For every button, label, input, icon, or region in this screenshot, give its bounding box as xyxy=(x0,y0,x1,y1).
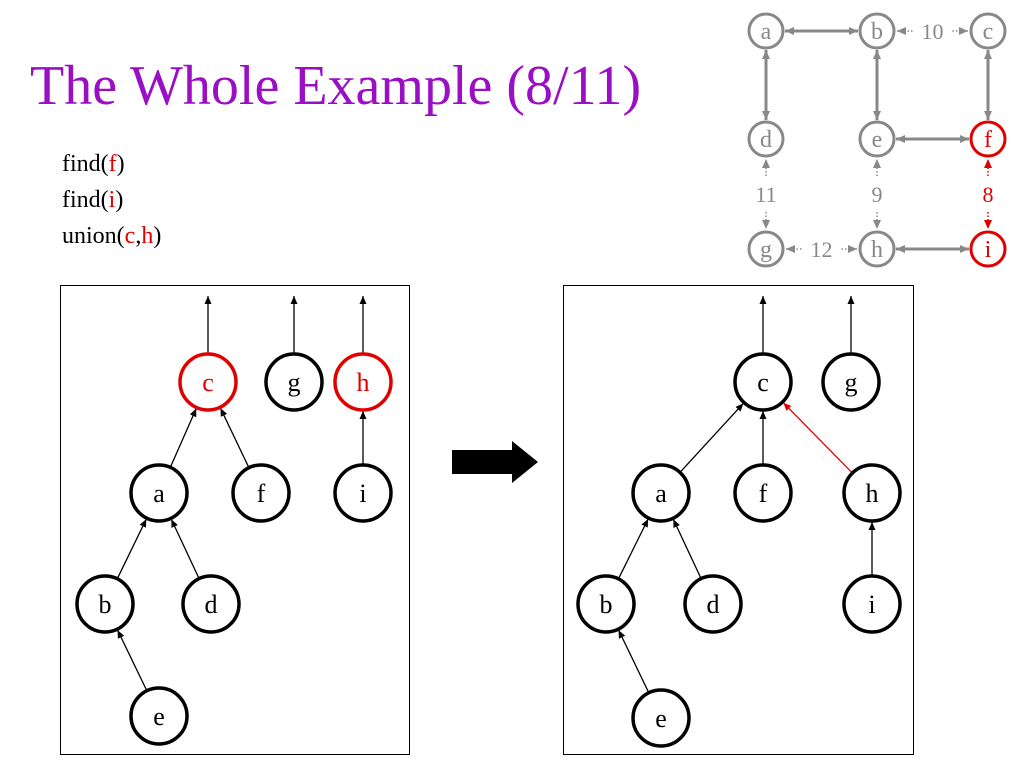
tree-node-h: h xyxy=(333,352,393,412)
tree-node-label: a xyxy=(153,479,165,508)
tree-node-label: g xyxy=(288,368,301,397)
tree-node-b: b xyxy=(576,574,636,634)
graph-node-label: f xyxy=(984,127,992,153)
graph-node-label: h xyxy=(871,237,883,263)
tree-node-g: g xyxy=(264,352,324,412)
graph-node-label: d xyxy=(760,127,772,153)
edge-weight-label: 10 xyxy=(922,19,944,44)
tree-node-b: b xyxy=(75,574,135,634)
parent-link-h-c xyxy=(782,402,853,474)
tree-node-label: e xyxy=(655,704,667,733)
graph-edge-g-h: 12 xyxy=(786,237,857,262)
op-arg: c xyxy=(124,223,136,249)
parent-link-e-b xyxy=(117,629,148,692)
op-arg: h xyxy=(141,223,154,249)
parent-link-d-a xyxy=(170,518,200,579)
op-close: ) xyxy=(153,223,162,249)
graph-edge-b-c: 10 xyxy=(897,19,968,44)
op-name: union( xyxy=(62,223,125,249)
graph-edge-e-h: 9 xyxy=(872,159,883,229)
operation-find-i: find(i) xyxy=(62,182,161,218)
slide-title: The Whole Example (8/11) xyxy=(30,55,642,117)
op-name: find( xyxy=(62,151,109,177)
parent-link-a-c xyxy=(169,408,197,468)
parent-link-b-a xyxy=(617,518,649,580)
graph-edge-f-i: 8 xyxy=(983,159,994,229)
forest-after-diagram: c g a f h b d i e xyxy=(576,296,902,748)
edge-weight-label: 8 xyxy=(983,182,994,207)
tree-node-label: g xyxy=(845,368,858,397)
tree-node-c: c xyxy=(733,352,793,412)
tree-node-f: f xyxy=(733,463,793,523)
tree-node-label: f xyxy=(759,479,768,508)
graph-node-f: f xyxy=(969,120,1007,158)
tree-node-label: h xyxy=(357,368,370,397)
forest-before-diagram: c g h a f i b d e xyxy=(75,296,393,746)
graph-node-b: b xyxy=(858,12,896,50)
tree-node-c: c xyxy=(178,352,238,412)
operation-find-f: find(f) xyxy=(62,146,161,182)
tree-node-label: e xyxy=(153,702,165,731)
op-arg: f xyxy=(108,151,117,177)
edge-weight-label: 12 xyxy=(811,237,833,262)
graph-node-label: b xyxy=(871,19,883,45)
tree-node-label: c xyxy=(757,368,769,397)
tree-node-d: d xyxy=(181,574,241,634)
parent-link-f-c xyxy=(219,407,250,469)
tree-node-label: h xyxy=(866,479,879,508)
graph-node-c: c xyxy=(969,12,1007,50)
tree-node-f: f xyxy=(231,463,291,523)
graph-node-g: g xyxy=(747,230,785,268)
graph-node-d: d xyxy=(747,120,785,158)
graph-node-h: h xyxy=(858,230,896,268)
tree-node-label: d xyxy=(205,590,218,619)
graph-node-i: i xyxy=(969,230,1007,268)
op-comma: , xyxy=(135,223,142,249)
graph-node-label: c xyxy=(983,19,994,45)
forest-before-panel: c g h a f i b d e xyxy=(60,285,410,755)
tree-node-a: a xyxy=(129,463,189,523)
tree-node-label: d xyxy=(707,590,720,619)
forest-after-panel: c g a f h b d i e xyxy=(563,285,914,755)
tree-node-i: i xyxy=(842,574,902,634)
tree-node-e: e xyxy=(129,686,189,746)
tree-node-h: h xyxy=(842,463,902,523)
op-close: ) xyxy=(116,151,125,177)
tree-node-i: i xyxy=(333,463,393,523)
tree-node-label: f xyxy=(257,479,266,508)
graph-node-label: a xyxy=(761,19,772,45)
graph-node-a: a xyxy=(747,12,785,50)
graph-node-label: i xyxy=(985,237,992,263)
edge-weight-label: 9 xyxy=(872,182,883,207)
tree-node-label: i xyxy=(359,479,366,508)
tree-node-label: b xyxy=(99,590,112,619)
op-arg: i xyxy=(108,187,116,213)
graph-node-label: e xyxy=(872,127,883,153)
tree-node-e: e xyxy=(631,688,691,748)
parent-link-d-a xyxy=(672,518,702,579)
operation-union-c-h: union(c,h) xyxy=(62,218,161,254)
op-name: find( xyxy=(62,187,109,213)
op-close: ) xyxy=(115,187,124,213)
tree-node-label: i xyxy=(868,590,875,619)
tree-node-label: c xyxy=(202,368,214,397)
tree-node-a: a xyxy=(631,463,691,523)
tree-node-d: d xyxy=(683,574,743,634)
graph-node-e: e xyxy=(858,120,896,158)
weighted-graph: 10 11 9 8 12 a b c d e f g h i xyxy=(747,12,1007,268)
graph-node-label: g xyxy=(760,237,772,263)
graph-edge-d-g: 11 xyxy=(755,159,777,229)
edge-weight-label: 11 xyxy=(755,182,776,207)
parent-link-a-c xyxy=(679,402,744,473)
tree-node-g: g xyxy=(821,352,881,412)
tree-node-label: b xyxy=(600,590,613,619)
parent-link-e-b xyxy=(618,629,650,694)
operations-list: find(f) find(i) union(c,h) xyxy=(62,146,161,254)
tree-node-label: a xyxy=(655,479,667,508)
parent-link-b-a xyxy=(116,518,147,580)
